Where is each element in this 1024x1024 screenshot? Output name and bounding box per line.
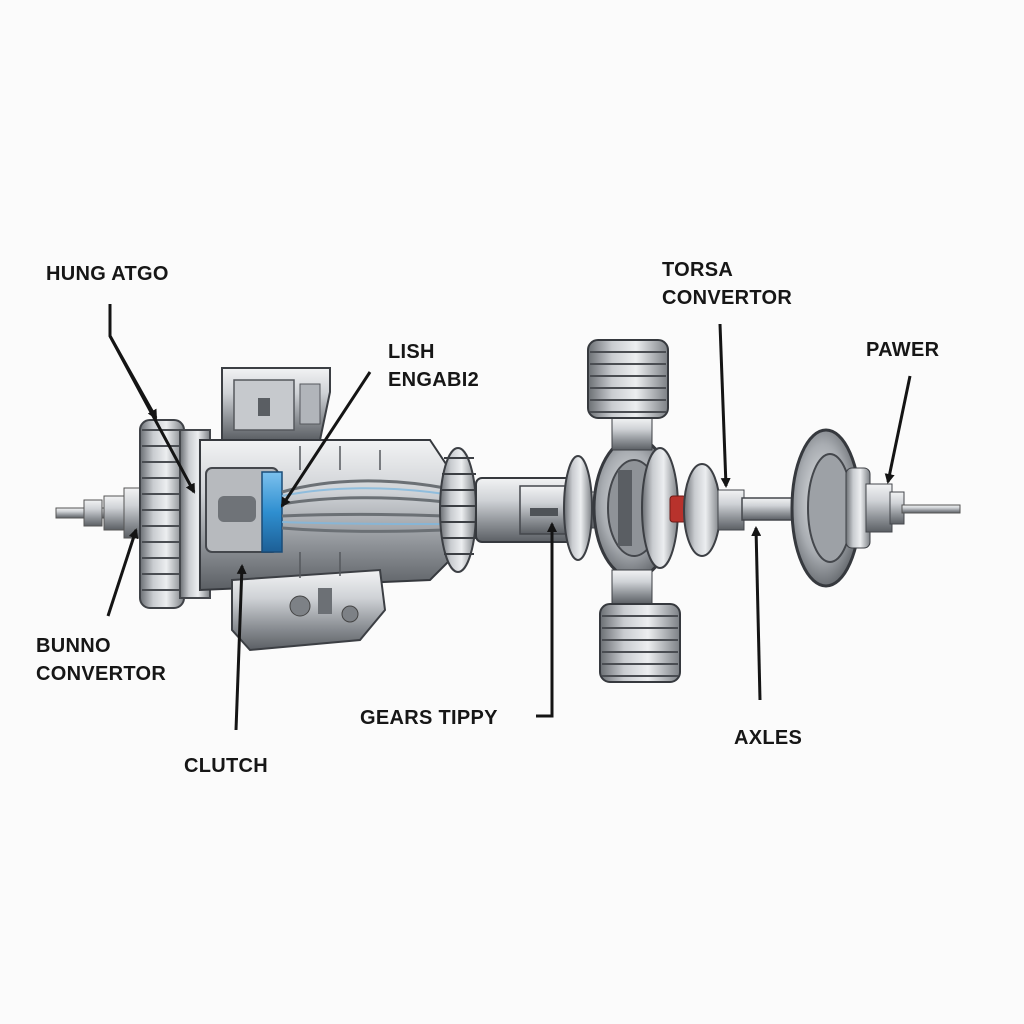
- label-clutch: CLUTCH: [184, 755, 269, 777]
- output-gear-ring: [439, 447, 478, 573]
- label-gears-tippy: GEARS TIPPY: [360, 707, 498, 729]
- differential: [563, 339, 687, 683]
- arrow-pointer-icon: [234, 564, 247, 731]
- upper-gear-stack: [587, 339, 669, 451]
- arrow-pointer-icon: [718, 323, 731, 488]
- lower-gear-stack: [599, 569, 681, 683]
- label-axles: AXLES: [734, 727, 803, 749]
- label-pawer: PAWER: [866, 339, 940, 361]
- arrow-pointer-icon: [751, 526, 762, 701]
- label-lish: LISH: [388, 341, 435, 363]
- label-bunno: BUNNO: [36, 635, 111, 657]
- arrow-pointer-icon: [884, 375, 912, 484]
- label-hung-atgo: HUNG ATGO: [46, 263, 169, 285]
- transmission-housing: [199, 367, 451, 652]
- arrow-pointer-icon: [280, 371, 372, 508]
- label-torsa: TORSA: [662, 259, 734, 281]
- label-engabi2: ENGABI2: [388, 369, 480, 391]
- label-torsa-convertor: CONVERTOR: [662, 287, 793, 309]
- arrow-pointer-icon: [108, 335, 158, 420]
- arrow-pointer-icon: [536, 522, 557, 718]
- input-shaft: [55, 487, 145, 539]
- arrow-pointer-icon: [106, 528, 139, 617]
- right-axle-assembly: [683, 428, 961, 588]
- label-bunno-convertor: CONVERTOR: [36, 663, 167, 685]
- pointer-lines: [106, 304, 912, 731]
